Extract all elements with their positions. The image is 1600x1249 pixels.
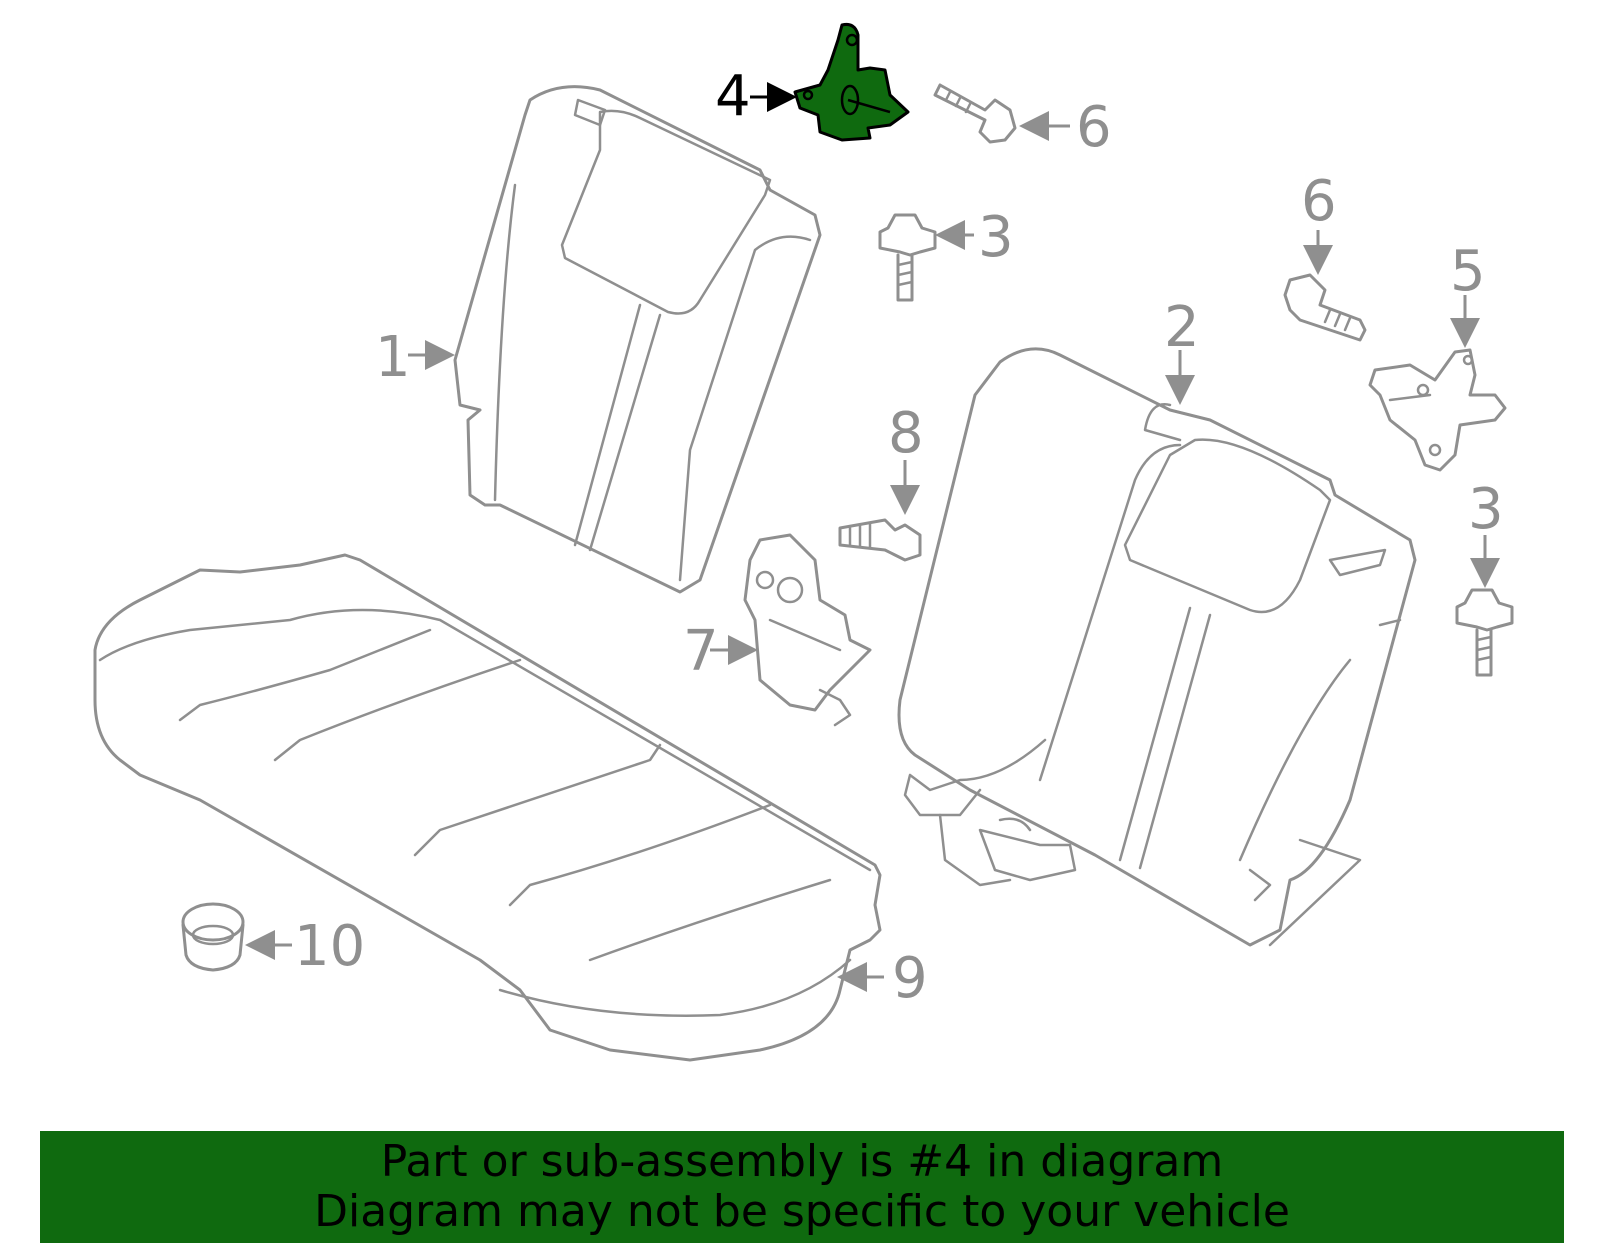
callout-3-upper: 3 — [978, 205, 1014, 270]
bolt-part-3-upper — [878, 213, 937, 302]
info-banner: Part or sub-assembly is #4 in diagram Di… — [40, 1131, 1564, 1243]
callout-8: 8 — [888, 401, 924, 466]
hinge-bracket-part-7 — [743, 533, 872, 727]
callout-6-top: 6 — [1076, 95, 1112, 160]
callout-7: 7 — [683, 619, 719, 684]
callout-4: 4 — [715, 64, 751, 129]
banner-line-1: Part or sub-assembly is #4 in diagram — [380, 1136, 1224, 1187]
seat-back-right — [897, 347, 1417, 947]
banner-line-2: Diagram may not be specific to your vehi… — [314, 1186, 1290, 1237]
callout-2: 2 — [1164, 295, 1200, 360]
callout-3-right: 3 — [1468, 477, 1504, 542]
callout-10: 10 — [294, 914, 365, 979]
callout-1: 1 — [375, 325, 411, 390]
callout-6-right: 6 — [1301, 169, 1337, 234]
bracket-part-4-highlighted — [793, 23, 910, 142]
bolt-part-6-right — [1283, 273, 1367, 342]
bolt-part-3-right — [1455, 588, 1514, 677]
bolt-part-8 — [838, 518, 922, 562]
bolt-part-6-top — [933, 83, 1017, 144]
seat-back-left — [453, 85, 822, 594]
cap-part-10 — [181, 902, 245, 972]
bracket-part-5 — [1368, 348, 1507, 472]
seat-cushion — [93, 553, 882, 1062]
callout-5: 5 — [1450, 239, 1486, 304]
seat-belt-buckle — [903, 738, 1077, 887]
callout-9: 9 — [892, 946, 928, 1011]
